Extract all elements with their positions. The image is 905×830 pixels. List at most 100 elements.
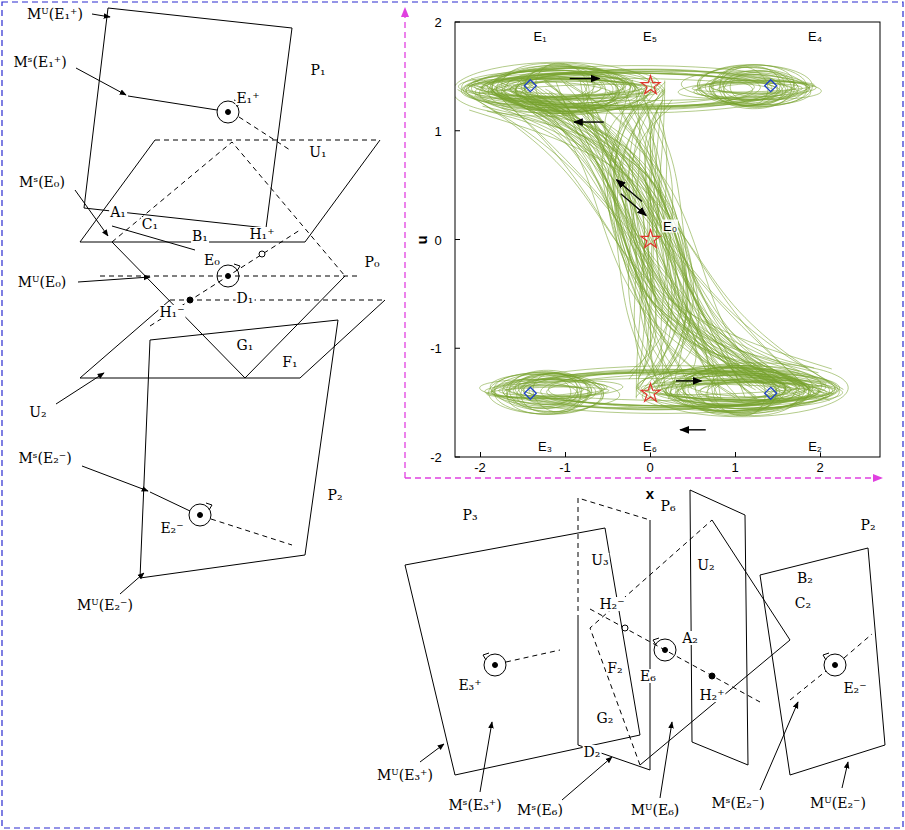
leader-arrow <box>562 757 612 800</box>
point-label: E₀ <box>203 253 221 267</box>
point-label: B₂ <box>796 571 814 585</box>
equilibrium-label: E₀ <box>662 220 678 233</box>
point-label: E₁⁺ <box>235 91 260 105</box>
intersection-point <box>709 673 715 679</box>
equilibrium-label: E₄ <box>807 30 823 43</box>
leader-arrow <box>78 277 150 282</box>
trajectory <box>595 110 737 379</box>
plane-label: U₂ <box>28 405 47 419</box>
equilibrium-dot <box>226 110 231 115</box>
manifold-line <box>239 117 290 150</box>
rotation-arrow <box>653 638 659 645</box>
manifold-label: Mˢ(E₂⁻) <box>17 451 72 465</box>
intersection-point <box>259 251 265 257</box>
plane-label: U₂ <box>696 558 715 572</box>
trajectory <box>575 96 788 387</box>
rotation-arrow <box>823 653 829 660</box>
plane-label: P₀ <box>363 255 380 269</box>
intersection-point <box>187 297 193 303</box>
plane-edge <box>405 528 640 775</box>
tick-mark <box>455 239 460 240</box>
tick-mark <box>480 452 481 457</box>
trajectory <box>489 372 604 414</box>
trajectory <box>461 68 658 105</box>
trajectory <box>539 112 745 397</box>
trajectory <box>605 104 716 387</box>
equilibrium-dot <box>198 513 203 518</box>
manifold-label: Mˢ(E₃⁺) <box>447 798 502 812</box>
leader-arrow <box>56 373 104 404</box>
leader-arrow <box>660 722 672 798</box>
trajectory <box>694 82 816 97</box>
point-label: A₁ <box>109 205 127 219</box>
panel-divider <box>405 477 882 478</box>
trajectory <box>697 65 812 107</box>
plane-label: P₃ <box>461 508 478 522</box>
flow-arrow <box>676 380 702 381</box>
flow-arrow <box>574 121 604 122</box>
point-label: F₁ <box>281 355 298 369</box>
equilibrium-star <box>641 383 660 401</box>
focus-orbit <box>654 639 676 661</box>
trajectory <box>502 107 692 388</box>
point-label: G₂ <box>596 711 615 725</box>
focus-orbit <box>189 504 211 526</box>
equilibrium-label: E₂ <box>807 440 823 453</box>
equilibrium-label: E₃ <box>537 440 553 453</box>
manifold-line <box>211 519 292 545</box>
plot-frame <box>455 22 880 457</box>
trajectory <box>577 100 679 390</box>
trajectory <box>516 95 784 384</box>
point-label: D₁ <box>236 291 255 305</box>
hidden-edge <box>590 520 712 765</box>
manifold-label: Mᵁ(E₂⁻) <box>76 598 134 612</box>
panel-divider <box>404 8 405 478</box>
flow-arrow <box>680 429 706 430</box>
attractor <box>455 62 848 417</box>
plane-edge <box>112 242 345 378</box>
trajectory <box>698 67 807 106</box>
trajectory <box>499 385 584 396</box>
plane-edge <box>80 300 385 378</box>
plane-edge <box>640 520 790 765</box>
leader-arrow <box>76 68 126 95</box>
equilibrium-diamond <box>765 387 777 399</box>
leader-arrow <box>480 722 492 792</box>
tick-mark <box>735 452 736 457</box>
tick-mark <box>565 452 566 457</box>
axis-label: x <box>645 486 655 501</box>
tick-mark <box>455 130 460 131</box>
tick-label: -1 <box>558 461 572 474</box>
rotation-arrow <box>483 653 489 660</box>
tick-label: 1 <box>730 461 739 474</box>
equilibrium-diamond <box>765 80 777 92</box>
tick-mark <box>820 452 821 457</box>
hidden-edge <box>155 140 380 141</box>
manifold-line <box>150 492 190 511</box>
point-label: H₁⁺ <box>248 227 275 241</box>
trajectory <box>625 107 817 398</box>
plane-edge <box>760 548 885 775</box>
point-label: F₂ <box>606 661 623 675</box>
plane-label: U₁ <box>308 145 327 159</box>
trajectory <box>530 94 756 390</box>
tick-mark <box>650 452 651 457</box>
manifold-line <box>128 96 217 110</box>
trajectory <box>485 382 607 397</box>
point-label: E₂⁻ <box>842 681 867 695</box>
plane-label: P₆ <box>659 499 676 513</box>
tick-label: 0 <box>433 234 442 247</box>
tick-label: 0 <box>645 461 654 474</box>
trajectory <box>517 95 785 384</box>
trajectory <box>486 101 672 375</box>
point-label: C₂ <box>794 596 812 610</box>
manifold-label: Mˢ(E₂⁻) <box>710 796 765 810</box>
rotation-arrow <box>206 503 212 510</box>
equilibrium-dot <box>663 648 668 653</box>
leader-arrow <box>842 762 848 788</box>
point-label: B₁ <box>191 229 209 243</box>
